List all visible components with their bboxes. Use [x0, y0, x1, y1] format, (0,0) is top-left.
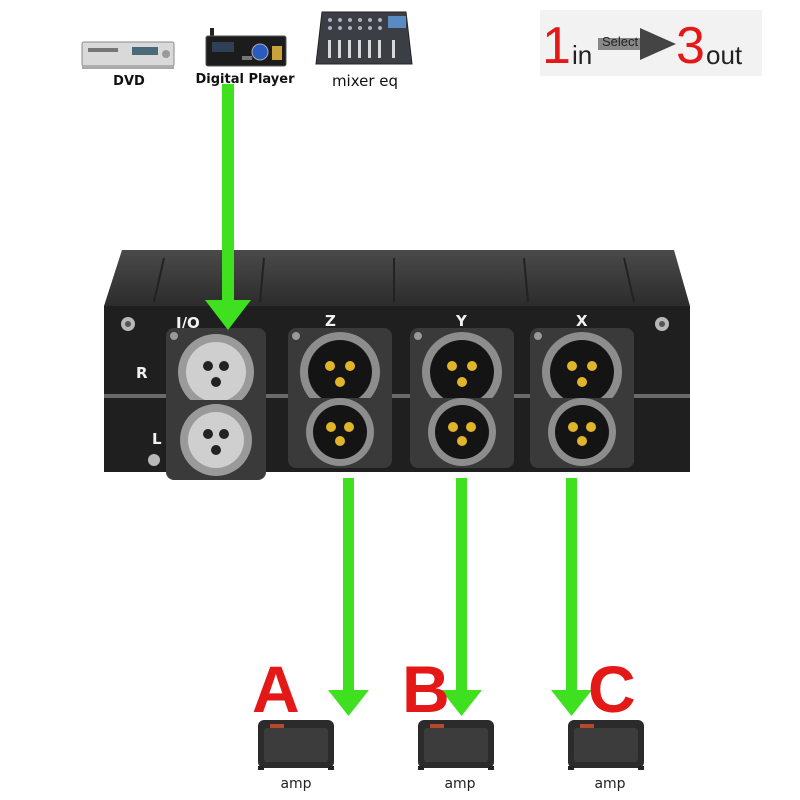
side-r-label: R	[136, 364, 148, 382]
channel-x-label: X	[576, 312, 588, 330]
mixer-label: mixer eq	[331, 72, 399, 90]
xlr-male-y-bottom	[410, 398, 514, 468]
amplifier-icon	[258, 720, 334, 770]
dvd-label: DVD	[113, 74, 145, 89]
amplifier-icon	[418, 720, 494, 770]
output-letter-a: A	[252, 652, 300, 726]
amp-a-label: amp	[280, 776, 312, 792]
channel-y-label: Y	[456, 312, 467, 330]
badge-in-number: 1	[542, 17, 571, 75]
amp-b-label: amp	[444, 776, 476, 792]
xlr-connectors	[166, 328, 634, 480]
xlr-male-x-bottom	[530, 398, 634, 468]
side-l-label: L	[152, 430, 162, 448]
io-channel-label: I/O	[176, 314, 200, 332]
xlr-male-z-top	[288, 328, 392, 416]
output-arrow-b-shaft	[456, 478, 467, 694]
digital-player-icon	[205, 28, 287, 67]
badge-in-text: in	[572, 40, 593, 70]
xlr-male-y-top	[410, 328, 514, 416]
arrow-right-icon	[598, 28, 676, 60]
xlr-female-input-r	[166, 328, 266, 416]
output-letter-b: B	[402, 652, 450, 726]
mixer-icon	[315, 11, 413, 65]
badge-select-text: Select	[602, 34, 639, 49]
xlr-male-z-bottom	[288, 398, 392, 468]
mixer-device	[314, 6, 414, 70]
output-letter-c: C	[588, 652, 636, 726]
xlr-male-x-top	[530, 328, 634, 416]
dvd-icon	[81, 41, 175, 69]
amp-c	[562, 716, 650, 772]
amp-a	[252, 716, 340, 772]
badge-out-text: out	[706, 40, 743, 70]
output-arrow-a-shaft	[343, 478, 354, 694]
digital-player-label: Digital Player	[195, 72, 295, 87]
output-arrow-a-head	[328, 690, 369, 716]
xlr-female-input-l	[166, 400, 266, 480]
output-arrow-c-shaft	[566, 478, 577, 694]
amp-b	[412, 716, 500, 772]
badge-out-number: 3	[676, 17, 705, 75]
output-arrow-c-head	[551, 690, 592, 716]
channel-z-label: Z	[325, 312, 336, 330]
io-badge: 1 in Select 3 out	[540, 10, 762, 76]
digital-player-device	[204, 24, 288, 70]
dvd-device	[78, 36, 178, 72]
amp-c-label: amp	[594, 776, 626, 792]
amplifier-icon	[568, 720, 644, 770]
